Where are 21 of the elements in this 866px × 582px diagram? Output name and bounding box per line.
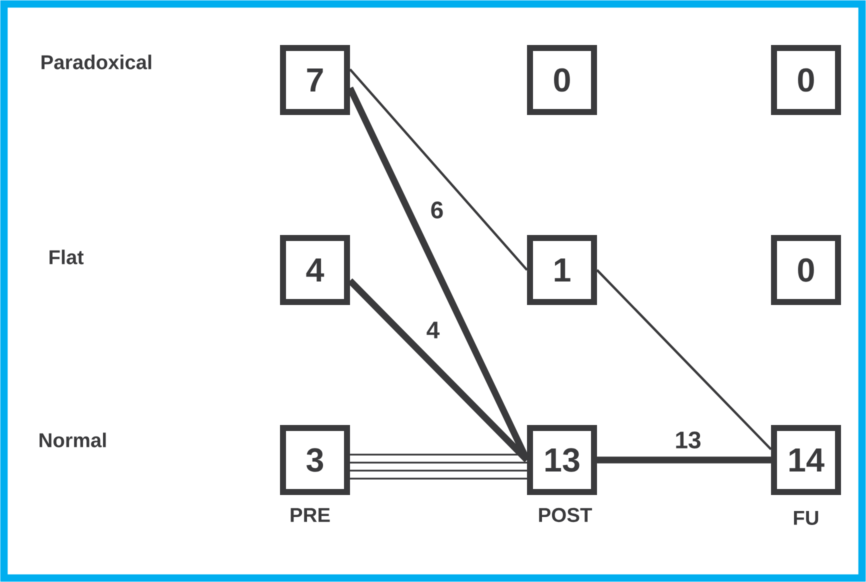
connector-line (348, 278, 530, 462)
edge-label: 6 (429, 200, 446, 220)
count-box: 0 (771, 45, 842, 115)
connector-line (596, 269, 772, 450)
count-box: 7 (280, 45, 350, 115)
row-label: Paradoxical (42, 54, 152, 70)
count-box: 3 (280, 425, 350, 495)
count-box: 14 (771, 425, 842, 495)
count-box: 0 (771, 235, 842, 305)
count-box: 13 (527, 425, 597, 495)
count-box: 0 (527, 45, 597, 115)
connector-line (349, 68, 528, 271)
row-label: Flat (50, 250, 84, 264)
column-label: FU (794, 511, 818, 525)
connector-line (597, 456, 771, 464)
count-box: 1 (527, 235, 597, 305)
edge-label: 4 (425, 320, 442, 340)
connector-line (349, 454, 528, 480)
edge-label: 13 (673, 430, 703, 450)
count-box: 4 (280, 235, 350, 305)
row-label: Normal (40, 432, 106, 448)
